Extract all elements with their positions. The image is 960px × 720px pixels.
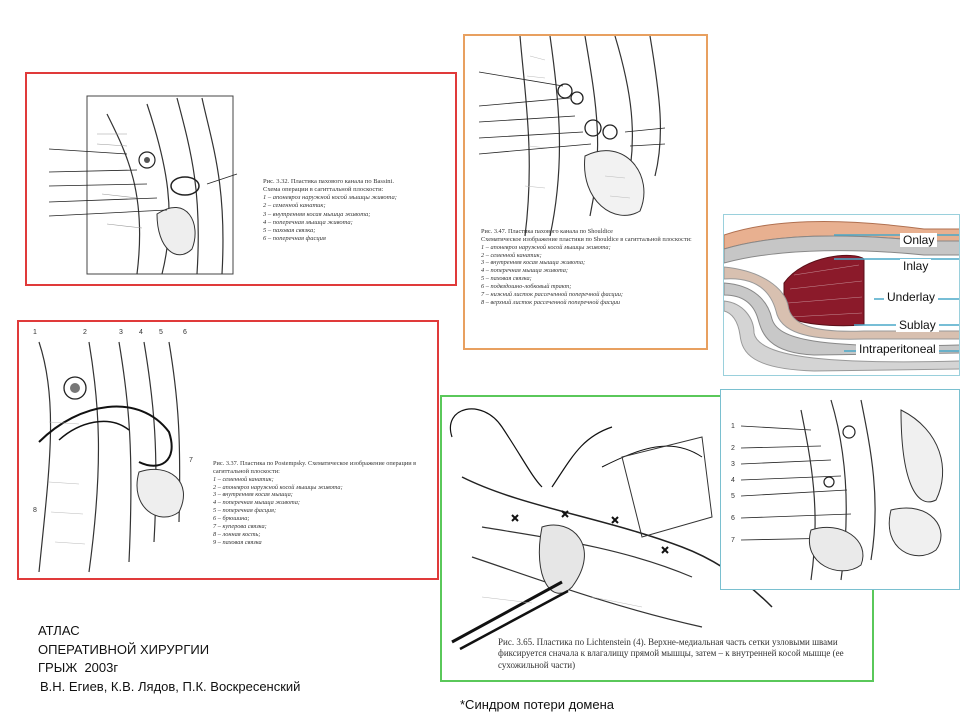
figure-shouldice-panel: Рис. 3.47. Пластика пахового канала по S…	[463, 34, 708, 350]
shouldice-item: 8 – верхний листок рассеченной поперечно…	[481, 298, 621, 306]
postempsky-item: 1 – семенной канатик;	[213, 475, 274, 483]
bassini-caption: Рис. 3.32. Пластика пахового канала по B…	[263, 178, 455, 243]
bassini-item: 6 – поперечная фасция	[263, 234, 326, 242]
lichtenstein-caption-title: Рис. 3.65. Пластика по Lichtenstein (4).…	[498, 637, 844, 670]
svg-text:5: 5	[159, 329, 163, 336]
svg-text:8: 8	[33, 507, 37, 514]
svg-text:3: 3	[731, 461, 735, 468]
figure-postempsky-panel: 1 2 3 4 5 6 8 7 Рис. 3.37. Пластика по Poste…	[17, 320, 439, 580]
layer-label-onlay: Onlay	[900, 233, 938, 247]
bassini-item: 2 – семенной канатик;	[263, 202, 326, 210]
postempsky-item: 9 – паховая связка	[213, 538, 262, 546]
bassini-caption-sub: Схема операции в сагиттальной плоскости:	[263, 186, 384, 194]
shouldice-item: 7 – нижний листок рассеченной поперечной…	[481, 290, 623, 298]
shouldice-caption-title: Рис. 3.47. Пластика пахового канала по S…	[481, 228, 613, 235]
shouldice-item: 6 – подвздошно-лобковый тракт;	[481, 283, 572, 291]
figure-bassini-panel: Рис. 3.32. Пластика пахового канала по B…	[25, 72, 457, 286]
bassini-item: 4 – поперечная мышца живота;	[263, 218, 353, 226]
atlas-authors: В.Н. Егиев, К.В. Лядов, П.К. Воскресенск…	[40, 678, 301, 694]
lichtenstein-caption: Рис. 3.65. Пластика по Lichtenstein (4).…	[498, 637, 870, 671]
postempsky-item: 5 – поперечная фасция;	[213, 507, 277, 515]
figure-sagittal-panel: 1 2 3 4 5 6 7	[720, 389, 960, 590]
svg-text:7: 7	[731, 537, 735, 544]
svg-text:1: 1	[33, 329, 37, 336]
postempsky-item: 2 – апоневроз наружной косой мышцы живот…	[213, 483, 343, 491]
svg-text:6: 6	[183, 329, 187, 336]
atlas-line-year: ГРЫЖ 2003г	[38, 660, 119, 675]
svg-text:7: 7	[189, 457, 193, 464]
bassini-caption-title: Рис. 3.32. Пластика пахового канала по B…	[263, 178, 394, 185]
svg-text:2: 2	[731, 445, 735, 452]
sagittal-sketch: 1 2 3 4 5 6 7	[731, 399, 944, 581]
svg-text:3: 3	[119, 329, 123, 336]
svg-text:1: 1	[731, 423, 735, 430]
shouldice-caption-sub: Схематическое изображение пластики по Sh…	[481, 235, 692, 243]
shouldice-sketch	[478, 36, 666, 237]
shouldice-caption: Рис. 3.47. Пластика пахового канала по S…	[481, 228, 706, 307]
postempsky-item: 8 – лонная кость;	[213, 530, 261, 538]
shouldice-item: 5 – паховая связка;	[481, 275, 532, 283]
shouldice-item: 2 – семенной канатик;	[481, 251, 542, 259]
shouldice-item: 1 – апоневроз наружной косой мышцы живот…	[481, 243, 611, 251]
postempsky-caption-title: Рис. 3.37. Пластика по Postempsky. Схема…	[213, 460, 417, 475]
postempsky-caption: Рис. 3.37. Пластика по Postempsky. Схема…	[213, 460, 437, 546]
bassini-item: 1 – апоневроз наружной косой мышцы живот…	[263, 194, 397, 202]
shouldice-item: 4 – поперечная мышца живота;	[481, 267, 568, 275]
svg-text:4: 4	[139, 329, 143, 336]
svg-text:4: 4	[731, 477, 735, 484]
svg-text:2: 2	[83, 329, 87, 336]
bassini-item: 5 – паховая связка;	[263, 226, 316, 234]
mesh-layers-diagram: Onlay Inlay Underlay Sublay Intraperiton…	[723, 214, 960, 376]
shouldice-item: 3 – внутренняя косая мышца живота;	[481, 259, 586, 267]
bassini-item: 3 – внутренняя косая мышца живота;	[263, 210, 371, 218]
postempsky-item: 7 – куперова связка;	[213, 522, 267, 530]
postempsky-item: 3 – внутренняя косая мышца;	[213, 491, 293, 499]
atlas-line-subject: ОПЕРАТИВНОЙ ХИРУРГИИ	[38, 641, 210, 657]
layer-label-sublay: Sublay	[896, 318, 939, 332]
layer-label-inlay: Inlay	[900, 259, 932, 273]
postempsky-item: 6 – брюшина;	[213, 515, 250, 523]
layer-label-underlay: Underlay	[884, 290, 939, 304]
atlas-line-title: АТЛАС	[38, 623, 80, 638]
postempsky-sketch: 1 2 3 4 5 6 8 7	[33, 329, 193, 573]
svg-text:6: 6	[731, 515, 735, 522]
atlas-citation: АТЛАС ОПЕРАТИВНОЙ ХИРУРГИИ ГРЫЖ 2003г В.…	[38, 622, 300, 696]
bassini-sketch	[48, 95, 238, 275]
footnote-text: *Синдром потери домена	[460, 697, 615, 712]
svg-text:5: 5	[731, 493, 735, 500]
layer-label-intraperitoneal: Intraperitoneal	[856, 342, 939, 356]
mesh-layers-sketch	[724, 221, 959, 372]
postempsky-item: 4 – поперечная мышца живота;	[213, 499, 300, 507]
